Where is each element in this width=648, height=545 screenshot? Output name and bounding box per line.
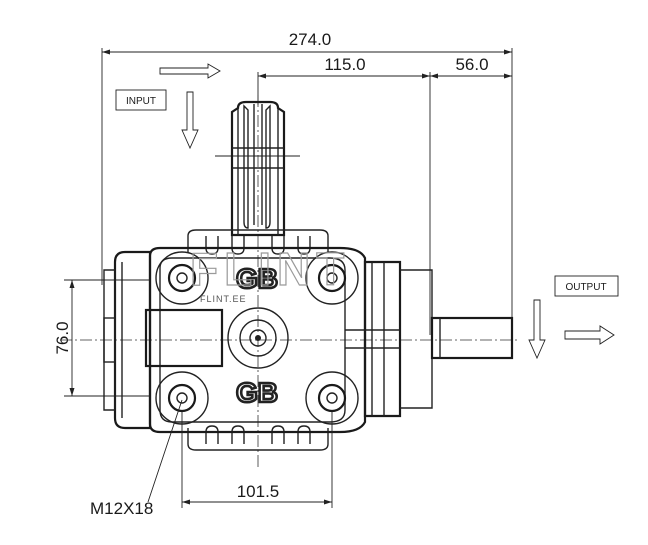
input-arrow-right-icon xyxy=(159,63,221,79)
output-indicator: OUTPUT xyxy=(528,275,619,360)
dim-76: 76.0 xyxy=(53,321,72,354)
dim-274: 274.0 xyxy=(289,30,332,49)
bolts xyxy=(167,263,347,413)
input-arrow-down-icon xyxy=(181,91,199,150)
bolt-bottom-left xyxy=(167,383,197,413)
input-label: INPUT xyxy=(126,96,156,107)
gearbox-housing xyxy=(103,246,433,434)
center-lines xyxy=(60,95,520,470)
watermark-site: FLINT.EE xyxy=(200,294,247,304)
bolt-top-right xyxy=(317,263,347,293)
output-arrow-right-icon xyxy=(564,325,615,345)
bolt-top-left xyxy=(167,263,197,293)
gb-logo-top: GB xyxy=(236,263,278,294)
watermark: FLINT FLINT.EE xyxy=(189,242,350,304)
dimension-overall-length: 274.0 xyxy=(101,30,513,330)
dim-115: 115.0 xyxy=(324,55,365,74)
dim-101-5: 101.5 xyxy=(237,482,280,501)
bottom-fins xyxy=(187,425,329,451)
thread-label: M12X18 xyxy=(90,499,153,518)
gb-logo-bottom: GB xyxy=(236,377,278,408)
dimension-input-offset: 115.0 56.0 xyxy=(257,55,512,335)
dimension-bolt-vertical: 76.0 xyxy=(53,279,150,397)
bolt-bottom-right xyxy=(317,383,347,413)
input-label-box xyxy=(115,89,167,111)
input-shaft xyxy=(230,100,286,237)
dimension-bolt-horizontal: 101.5 xyxy=(181,412,333,508)
top-fins xyxy=(187,229,329,255)
input-indicator: INPUT xyxy=(115,63,221,150)
output-arrow-down-icon xyxy=(528,299,546,360)
output-label-box xyxy=(554,275,619,297)
dim-56: 56.0 xyxy=(455,55,488,74)
output-shaft xyxy=(430,316,514,360)
output-label: OUTPUT xyxy=(565,282,606,293)
watermark-brand: FLINT xyxy=(190,243,350,295)
thread-callout: M12X18 xyxy=(90,399,183,518)
